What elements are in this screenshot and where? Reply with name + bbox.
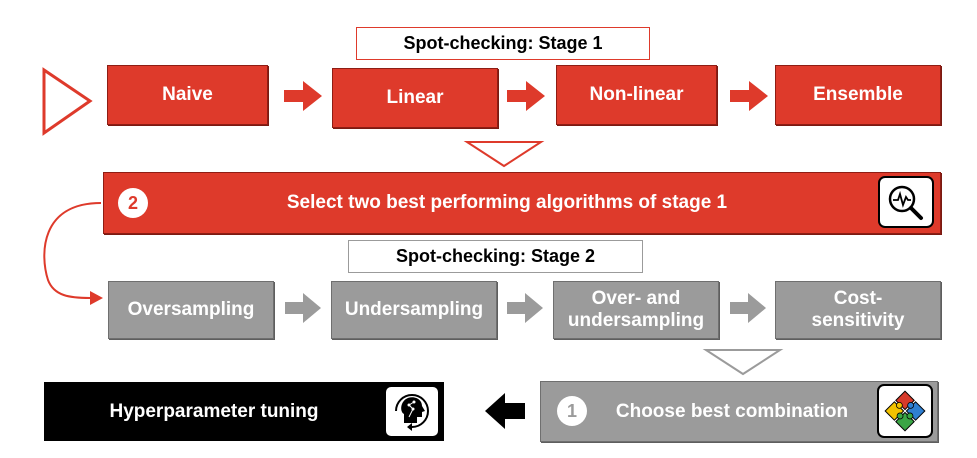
step-ensemble: Ensemble (775, 65, 941, 125)
arrow-over-under (285, 293, 321, 323)
choose-text: Choose best combination (615, 400, 849, 422)
stage2-title: Spot-checking: Stage 2 (348, 240, 643, 273)
stage1-title: Spot-checking: Stage 1 (356, 27, 650, 60)
select-bar: Select two best performing algorithms of… (103, 172, 941, 234)
step-linear: Linear (332, 68, 498, 128)
arrow-nonlinear-ensemble (730, 81, 768, 111)
step-undersampling: Undersampling (331, 281, 497, 339)
tuning-text: Hyperparameter tuning (109, 400, 319, 422)
select-text: Select two best performing algorithms of… (286, 192, 728, 214)
step-nonlinear: Non-linear (556, 65, 717, 125)
arrow-naive-linear (284, 81, 322, 111)
down-triangle-stage1 (463, 141, 545, 168)
head-circuit-icon (384, 385, 440, 438)
puzzle-icon (877, 384, 933, 438)
magnifier-chart-icon (878, 176, 934, 228)
choose-bar: Choose best combination (540, 381, 938, 442)
step-naive: Naive (107, 65, 268, 125)
start-triangle-icon (42, 67, 93, 136)
down-triangle-stage2 (702, 349, 784, 376)
select-step-number: 2 (118, 188, 148, 218)
tuning-bar: Hyperparameter tuning (44, 382, 444, 441)
step-cost-sensitivity: Cost-sensitivity (775, 281, 941, 339)
step-oversampling: Oversampling (108, 281, 274, 339)
choose-step-number: 1 (557, 396, 587, 426)
arrow-to-tuning (485, 393, 525, 429)
step-over-and-undersampling: Over- and undersampling (553, 281, 719, 339)
arrow-linear-nonlinear (507, 81, 545, 111)
curved-arrow-head (90, 291, 103, 305)
arrow-overunder-cost (730, 293, 766, 323)
curved-arrow (43, 202, 102, 299)
arrow-under-overunder (507, 293, 543, 323)
